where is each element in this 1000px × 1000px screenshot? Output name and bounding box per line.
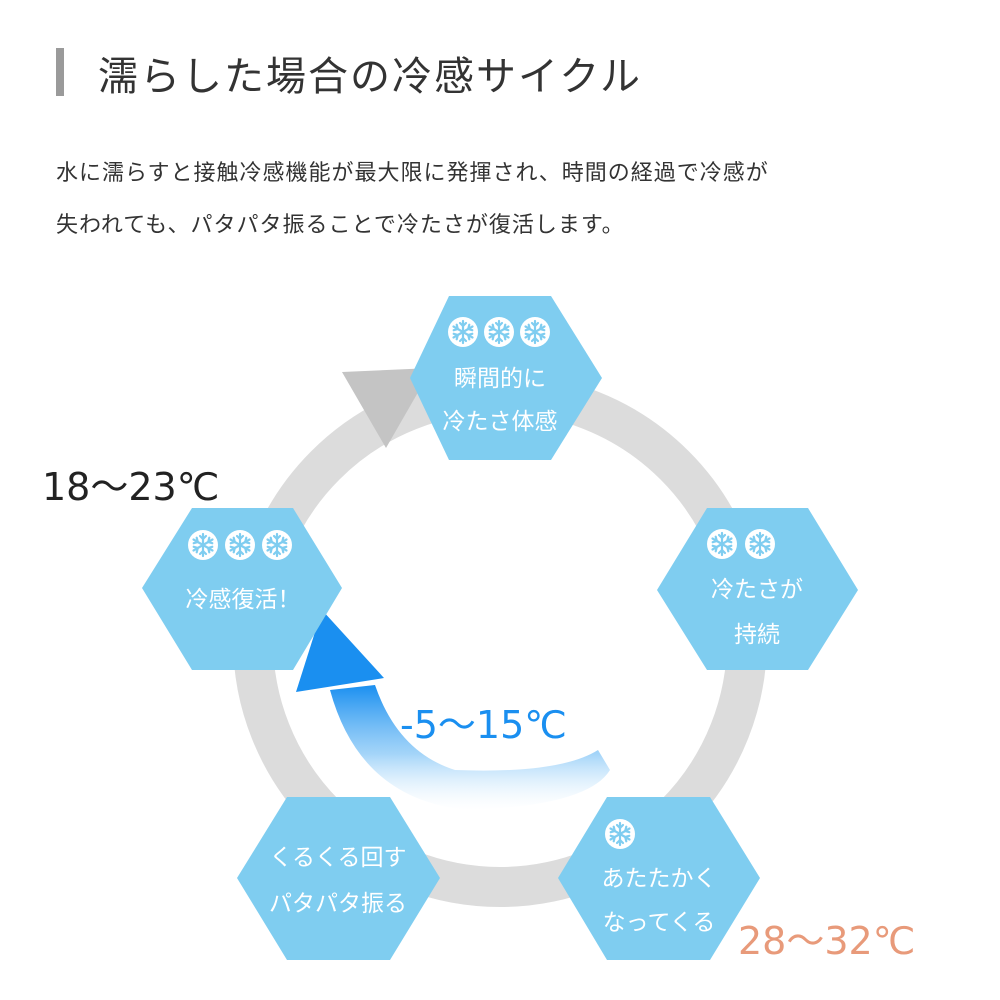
stage-cool-continues: 冷たさが 持続 [657,508,858,670]
description: 水に濡らすと接触冷感機能が最大限に発揮され、時間の経過で冷感が 失われても、パタ… [56,148,769,252]
page-title: 濡らした場合の冷感サイクル [98,54,642,100]
stage-label-line: あたたかく [602,866,717,892]
description-line-2: 失われても、パタパタ振ることで冷たさが復活します。 [56,213,625,238]
snowflake-icon [705,527,739,561]
stage-label-line: 瞬間的に [454,366,546,392]
gray-arrowhead-icon [342,368,432,448]
snowflake-icon [743,527,777,561]
temp-revived: 18～23℃ [42,465,219,509]
stage-label-line: パタパタ振る [269,891,407,917]
hexagon [657,508,858,670]
stage-label-line: 冷たさ体感 [443,409,558,435]
blue-arrow-icon [296,610,610,810]
snowflake-icon [518,315,552,349]
temp-drop: -5～15℃ [400,703,567,747]
temp-warm: 28～32℃ [738,919,915,963]
snowflake-icon [482,315,516,349]
stage-instant-cool: 瞬間的に 冷たさ体感 [410,296,602,460]
description-line-1: 水に濡らすと接触冷感機能が最大限に発揮され、時間の経過で冷感が [56,161,769,186]
stage-label-line: くるくる回す [269,845,406,871]
title-accent-bar [56,48,64,96]
snowflake-icon [603,817,637,851]
snowflake-icon [446,315,480,349]
stage-label-line: 冷たさが [711,577,803,603]
hexagon [237,797,440,960]
snowflake-icon [260,528,294,562]
stage-spin-flap: くるくる回す パタパタ振る [237,797,440,960]
stage-label-line: 冷感復活！ [186,587,301,613]
stage-warming-up: あたたかく なってくる [558,797,760,960]
stage-label-line: なってくる [603,910,716,936]
snowflake-icon [223,528,257,562]
stage-label-line: 持続 [734,622,780,648]
stage-cool-revived: 冷感復活！ [142,508,342,670]
snowflake-icon [186,528,220,562]
